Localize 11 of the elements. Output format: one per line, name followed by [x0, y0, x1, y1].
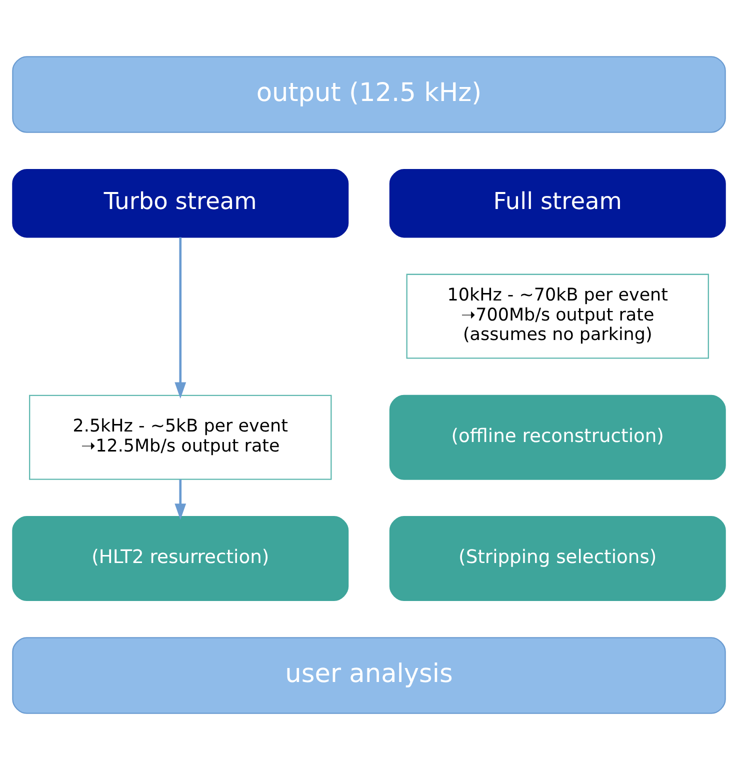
- node-box: output (12.5 kHz): [12, 56, 726, 132]
- node-box: Full stream: [389, 168, 726, 238]
- node-box: Turbo stream: [12, 168, 349, 238]
- node-box: 10kHz - ~70kB per event ➝700Mb/s output rate (assumes no parking): [406, 273, 709, 358]
- node-box: 2.5kHz - ~5kB per event ➝12.5Mb/s output rate: [29, 394, 332, 480]
- node-box: (offline reconstruction): [389, 394, 726, 480]
- arrow: [174, 478, 186, 520]
- node-box: user analysis: [12, 636, 726, 714]
- arrow: [174, 236, 186, 398]
- node-box: (Stripping selections): [389, 515, 726, 600]
- node-box: (HLT2 resurrection): [12, 515, 349, 600]
